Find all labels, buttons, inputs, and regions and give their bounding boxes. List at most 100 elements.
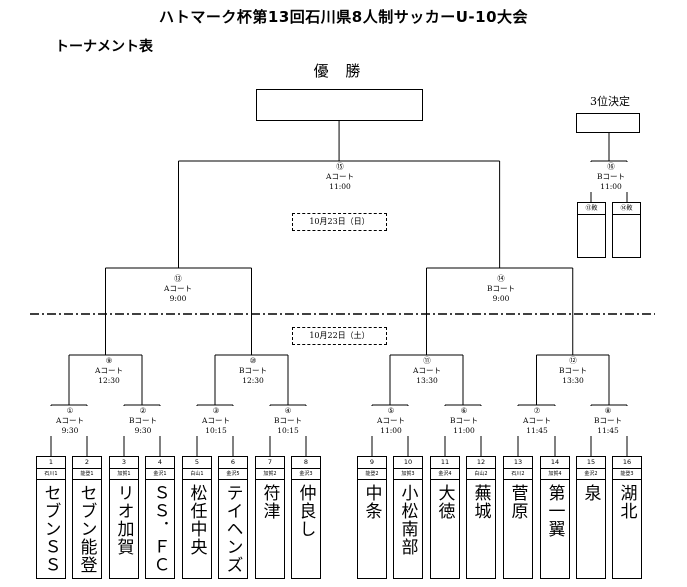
team-name: 第一翼 bbox=[544, 484, 565, 538]
match-number: ⑧ bbox=[604, 406, 612, 415]
match-court: Aコート bbox=[377, 416, 405, 425]
team-box-10: 10 加賀3 小松南部 bbox=[393, 456, 423, 579]
team-number: 13 bbox=[504, 457, 532, 469]
match-time: 13:30 bbox=[562, 376, 584, 385]
match-qf-2: ⑩ Bコート 12:30 bbox=[228, 356, 278, 386]
match-court: Bコート bbox=[238, 366, 267, 375]
match-third-place: ⑯ Bコート 11:00 bbox=[586, 162, 636, 192]
match-semi-2: ⑭ Bコート 9:00 bbox=[476, 274, 526, 304]
match-time: 12:30 bbox=[242, 376, 264, 385]
match-court: Aコート bbox=[413, 366, 441, 375]
team-number: 16 bbox=[613, 457, 641, 469]
match-number: ⑮ bbox=[336, 162, 344, 171]
match-number: ⑥ bbox=[460, 406, 468, 415]
team-name: 中条 bbox=[361, 484, 382, 520]
team-box-16: 16 能登3 湖北 bbox=[612, 456, 642, 579]
team-number: 2 bbox=[73, 457, 101, 469]
team-name: テイヘンズ bbox=[222, 484, 243, 574]
match-number: ⑤ bbox=[387, 406, 395, 415]
team-box-8: 8 金沢3 仲良し bbox=[291, 456, 321, 579]
team-box-14: 14 加賀4 第一翼 bbox=[540, 456, 570, 579]
team-number: 9 bbox=[358, 457, 386, 469]
match-qf-4: ⑫ Bコート 13:30 bbox=[548, 356, 598, 386]
team-box-11: 11 金沢4 大徳 bbox=[430, 456, 460, 579]
team-box-1: 1 石川1 セブンＳＳ bbox=[36, 456, 66, 579]
team-seed: 石川1 bbox=[37, 469, 65, 480]
match-number: ① bbox=[66, 406, 74, 415]
team-seed: 白山1 bbox=[183, 469, 211, 480]
match-time: 9:30 bbox=[134, 426, 152, 435]
team-seed: 金沢4 bbox=[431, 469, 459, 480]
match-time: 9:00 bbox=[169, 294, 187, 303]
match-semi-1: ⑬ Aコート 9:00 bbox=[153, 274, 203, 304]
match-number: ② bbox=[139, 406, 147, 415]
match-court: Aコート bbox=[326, 172, 354, 181]
match-court: Aコート bbox=[523, 416, 551, 425]
team-seed: 能登1 bbox=[73, 469, 101, 480]
team-number: 8 bbox=[292, 457, 320, 469]
match-court: Aコート bbox=[202, 416, 230, 425]
match-time: 11:45 bbox=[597, 426, 619, 435]
team-name: 小松南部 bbox=[397, 484, 418, 556]
team-name: セブンＳＳ bbox=[40, 484, 61, 574]
match-time: 10:15 bbox=[277, 426, 299, 435]
match-court: Bコート bbox=[128, 416, 157, 425]
date-box-day2: 10月23日（日） bbox=[292, 213, 387, 231]
team-box-13: 13 石川2 菅原 bbox=[503, 456, 533, 579]
team-number: 6 bbox=[219, 457, 247, 469]
match-r1-1: ① Aコート 9:30 bbox=[47, 406, 93, 436]
team-name: 符津 bbox=[259, 484, 280, 520]
match-time: 11:45 bbox=[526, 426, 548, 435]
match-time: 12:30 bbox=[98, 376, 120, 385]
match-number: ⑦ bbox=[533, 406, 541, 415]
match-court: Aコート bbox=[95, 366, 123, 375]
team-seed: 石川2 bbox=[504, 469, 532, 480]
third-place-slot-1: ⑬敗 bbox=[577, 202, 606, 258]
tournament-title: ハトマーク杯第13回石川県8人制サッカーU-10大会 bbox=[158, 8, 529, 26]
team-box-6: 6 金沢5 テイヘンズ bbox=[218, 456, 248, 579]
team-seed: 能登3 bbox=[613, 469, 641, 480]
team-box-2: 2 能登1 セブン能登 bbox=[72, 456, 102, 579]
match-court: Bコート bbox=[486, 284, 515, 293]
team-seed: 加賀1 bbox=[110, 469, 138, 480]
match-r1-5: ⑤ Aコート 11:00 bbox=[368, 406, 414, 436]
team-name: 仲良し bbox=[295, 484, 316, 538]
match-court: Bコート bbox=[273, 416, 302, 425]
team-box-9: 9 能登2 中条 bbox=[357, 456, 387, 579]
match-time: 11:00 bbox=[600, 182, 622, 191]
team-name: ＳＳ．ＦＣ bbox=[149, 484, 170, 574]
match-court: Bコート bbox=[593, 416, 622, 425]
team-seed: 金沢3 bbox=[292, 469, 320, 480]
team-seed: 加賀2 bbox=[256, 469, 284, 480]
team-number: 7 bbox=[256, 457, 284, 469]
team-name: リオ加賀 bbox=[113, 484, 134, 556]
team-box-7: 7 加賀2 符津 bbox=[255, 456, 285, 579]
team-box-12: 12 白山2 蕪城 bbox=[466, 456, 496, 579]
match-court: Aコート bbox=[164, 284, 192, 293]
match-number: ⑨ bbox=[105, 356, 113, 365]
team-name: セブン能登 bbox=[76, 484, 97, 574]
winner-label: 優 勝 bbox=[313, 62, 367, 80]
match-r1-8: ⑧ Bコート 11:45 bbox=[585, 406, 631, 436]
match-number: ④ bbox=[284, 406, 292, 415]
team-seed: 金沢1 bbox=[146, 469, 174, 480]
team-number: 11 bbox=[431, 457, 459, 469]
match-r1-3: ③ Aコート 10:15 bbox=[193, 406, 239, 436]
team-number: 5 bbox=[183, 457, 211, 469]
match-final: ⑮ Aコート 11:00 bbox=[315, 162, 365, 192]
match-qf-1: ⑨ Aコート 12:30 bbox=[84, 356, 134, 386]
slot-label: ⑭敗 bbox=[613, 203, 640, 215]
match-time: 11:00 bbox=[453, 426, 475, 435]
match-r1-6: ⑥ Bコート 11:00 bbox=[441, 406, 487, 436]
match-r1-7: ⑦ Aコート 11:45 bbox=[514, 406, 560, 436]
team-name: 松任中央 bbox=[186, 484, 207, 556]
match-number: ⑯ bbox=[607, 162, 615, 171]
team-number: 4 bbox=[146, 457, 174, 469]
match-number: ⑫ bbox=[569, 356, 577, 365]
slot-label: ⑬敗 bbox=[578, 203, 605, 215]
team-seed: 白山2 bbox=[467, 469, 495, 480]
match-time: 11:00 bbox=[380, 426, 402, 435]
match-qf-3: ⑪ Aコート 13:30 bbox=[402, 356, 452, 386]
team-name: 大徳 bbox=[434, 484, 455, 520]
date-box-day1: 10月22日（土） bbox=[292, 327, 387, 345]
